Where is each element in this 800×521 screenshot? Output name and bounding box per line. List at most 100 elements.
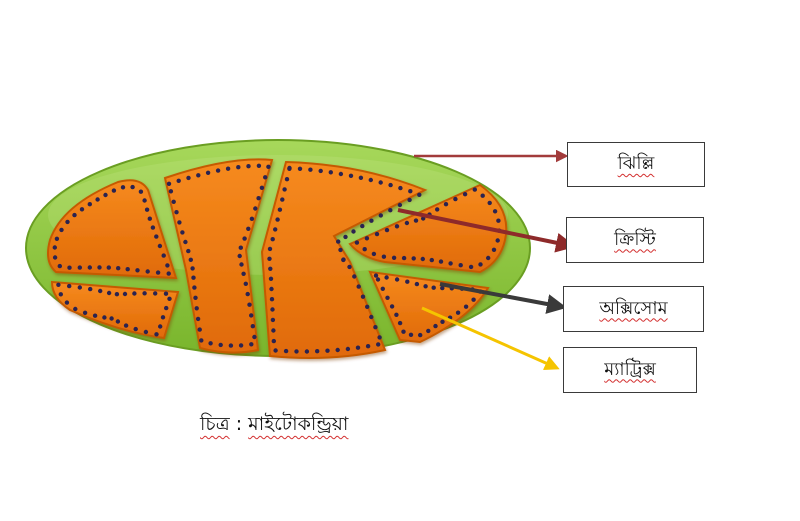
- oxysome-dot: [58, 292, 63, 297]
- caption-title: মাইটোকন্ড্রিয়া: [248, 413, 349, 435]
- oxysome-dot: [79, 207, 85, 212]
- caption-separator: :: [235, 413, 243, 435]
- oxysome-dot: [186, 248, 191, 254]
- oxysome-dot: [384, 227, 390, 233]
- oxysome-dot: [282, 187, 287, 192]
- oxysome-dot: [160, 315, 166, 320]
- oxysome-dot: [56, 282, 61, 287]
- oxysome-dot: [166, 181, 172, 186]
- oxysome-dot: [388, 208, 393, 213]
- oxysome-dot: [111, 188, 117, 193]
- oxysome-dot: [142, 198, 147, 203]
- oxysome-dot: [155, 270, 161, 275]
- oxysome-dot: [433, 323, 438, 329]
- oxysome-dot: [486, 255, 491, 261]
- oxysome-dot: [237, 253, 242, 259]
- oxysome-dot: [362, 247, 367, 252]
- oxysome-dot: [102, 315, 107, 320]
- oxysome-dot: [67, 265, 72, 270]
- label-membrane: ঝিল্লি: [567, 142, 705, 187]
- oxysome-dot: [73, 306, 78, 312]
- oxysome-dot: [273, 227, 278, 232]
- label-oxysome-text: অক্সিসোম: [599, 297, 668, 319]
- oxysome-dot: [384, 275, 389, 280]
- oxysome-dot: [431, 285, 436, 290]
- cristae-pointer-arrow: [397, 208, 576, 253]
- oxysome-dot: [438, 259, 444, 264]
- oxysome-dot: [463, 304, 469, 309]
- oxysome-dot: [236, 165, 241, 170]
- oxysome-dot: [123, 323, 129, 328]
- oxysome-dot: [269, 286, 274, 292]
- oxysome-dot: [418, 332, 423, 338]
- oxysome-dot: [238, 343, 244, 348]
- oxysome-dot: [142, 291, 147, 296]
- oxysome-dot: [270, 317, 276, 323]
- label-matrix: ম্যাট্রিক্স: [563, 347, 697, 393]
- oxysome-dot: [368, 177, 373, 183]
- oxysome-dot: [423, 284, 428, 289]
- oxysome-dot: [205, 170, 211, 175]
- oxysome-pointer-arrow: [439, 282, 567, 314]
- oxysome-dot: [249, 342, 254, 347]
- oxysome-dot: [284, 177, 290, 182]
- oxysome-dot: [130, 184, 135, 190]
- oxysome-dot: [435, 207, 440, 212]
- oxysome-dot: [355, 345, 361, 350]
- oxysome-dot: [143, 329, 149, 335]
- oxysome-dot: [250, 324, 255, 329]
- oxysome-dot: [308, 167, 313, 172]
- oxysome-dot: [270, 307, 275, 312]
- oxysome-dot: [347, 264, 352, 270]
- oxysome-dot: [52, 245, 57, 250]
- oxysome-dot: [256, 196, 261, 201]
- oxysome-dot: [266, 164, 271, 169]
- oxysome-dot: [165, 263, 170, 268]
- oxysome-dot: [374, 231, 380, 237]
- oxysome-dot: [405, 279, 410, 284]
- oxysome-dot: [496, 218, 501, 223]
- oxysome-dot: [407, 197, 412, 203]
- matrix-pointer-arrow: [421, 306, 560, 370]
- oxysome-dot: [391, 255, 397, 260]
- oxysome-dot: [72, 212, 77, 218]
- oxysome-dot: [52, 255, 58, 260]
- oxysome-dot: [335, 347, 340, 353]
- label-cristae: ক্রিস্টি: [566, 217, 704, 263]
- oxysome-dot: [116, 266, 121, 271]
- oxysome-dot: [338, 247, 343, 253]
- oxysome-dot: [271, 338, 276, 344]
- oxysome-dot: [195, 316, 201, 322]
- oxysome-dot: [177, 220, 182, 225]
- oxysome-dot: [471, 297, 476, 302]
- oxysome-dot: [472, 187, 477, 192]
- oxysome-dot: [218, 342, 223, 348]
- oxysome-dot: [249, 216, 255, 221]
- oxysome-dot: [133, 326, 138, 332]
- oxysome-dot: [487, 200, 492, 206]
- oxysome-dot: [373, 273, 379, 278]
- oxysome-dot: [54, 236, 60, 241]
- oxysome-dot: [338, 171, 344, 177]
- oxysome-dot: [64, 300, 70, 305]
- oxysome-dot: [268, 266, 273, 271]
- oxysome-dot: [135, 268, 140, 273]
- inner-compartment-right: [348, 183, 508, 274]
- caption-prefix: চিত্র: [200, 413, 230, 435]
- oxysome-dot: [420, 256, 425, 262]
- oxysome-dot: [125, 267, 130, 272]
- oxysome-dot: [440, 319, 445, 324]
- inner-compartment-left: [47, 179, 178, 280]
- oxysome-dot: [122, 291, 128, 297]
- oxysome-dot: [245, 291, 250, 297]
- oxysome-dot: [115, 319, 121, 324]
- oxysome-dot: [352, 274, 357, 279]
- oxysome-dot: [426, 328, 431, 334]
- oxysome-dot: [268, 276, 274, 281]
- oxysome-dot: [267, 256, 272, 261]
- oxysome-dot: [253, 206, 258, 211]
- oxysome-dot: [247, 302, 252, 307]
- oxysome-dot: [77, 265, 83, 270]
- oxysome-dot: [114, 292, 120, 297]
- oxysome-dot: [225, 166, 231, 171]
